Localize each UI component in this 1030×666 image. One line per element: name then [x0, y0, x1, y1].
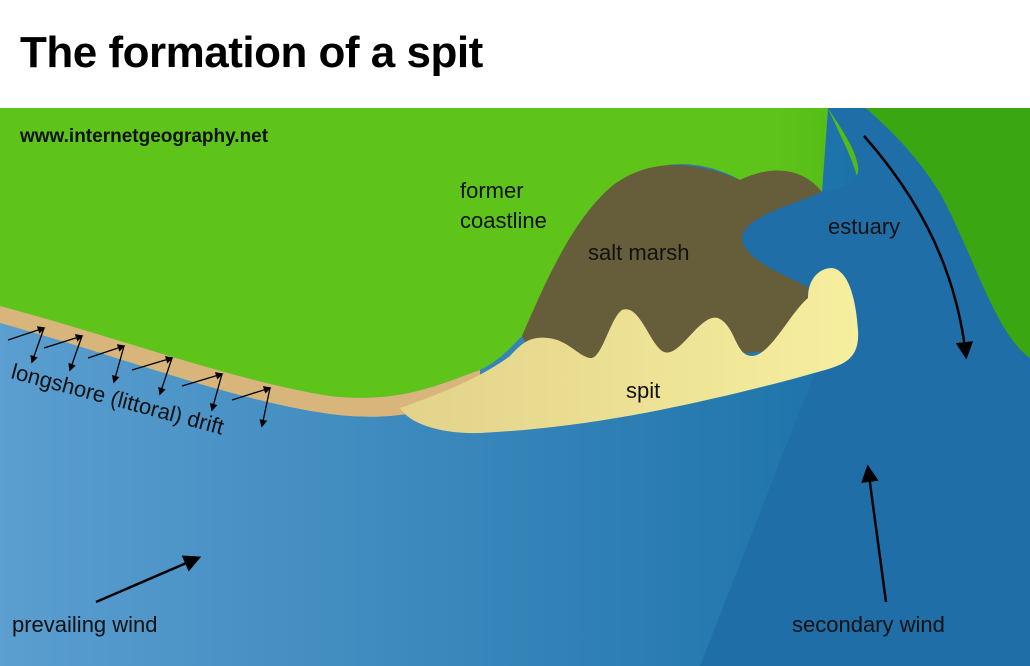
longshore-drift-arrows [7, 326, 272, 428]
diagram-title: The formation of a spit [20, 28, 483, 77]
label-estuary: estuary [828, 214, 900, 239]
mainland [0, 108, 1030, 398]
prevailing-wind-arrow [95, 555, 202, 604]
label-former-line1: former [460, 178, 524, 203]
secondary-wind-arrow [861, 464, 888, 603]
website-url: www.internetgeography.net [19, 126, 269, 147]
spit-diagram: www.internetgeography.net former coastli… [0, 108, 1030, 666]
label-secondary-wind: secondary wind [792, 612, 945, 637]
label-prevailing-wind: prevailing wind [12, 612, 158, 637]
estuary-flow-arrow [863, 135, 974, 360]
label-spit: spit [626, 378, 660, 403]
label-former-line2: coastline [460, 208, 547, 233]
east-bank [866, 108, 1030, 358]
salt-marsh [522, 164, 822, 370]
label-salt-marsh: salt marsh [588, 240, 689, 265]
estuary-water [700, 108, 1030, 666]
spit [400, 268, 859, 434]
